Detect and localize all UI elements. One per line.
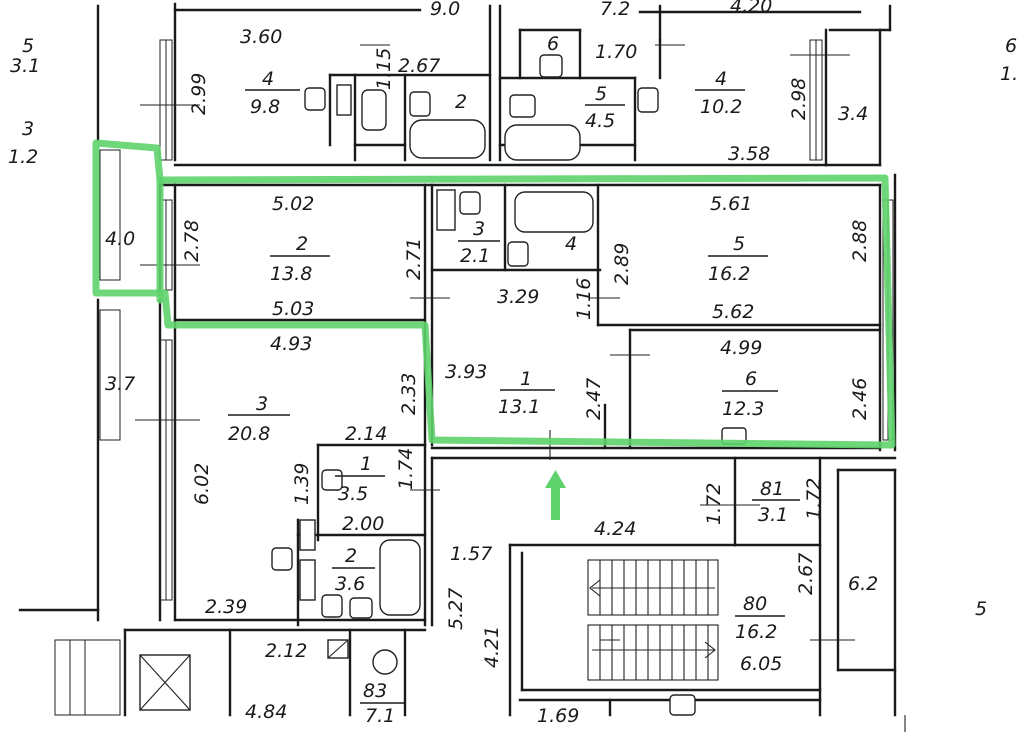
label-dimension: 2.78 [181,220,203,262]
label-dimension: 1.72 [703,483,725,525]
label-dimension: 4.84 [245,701,287,723]
label-dimension: 5.61 [710,193,752,215]
label-cut: 9.0 [430,0,460,20]
label-dimension: 1.39 [291,463,313,505]
label-dimension: 2.89 [611,243,633,285]
label-edge: 6 [1005,35,1017,57]
label-dimension: 5.03 [272,298,314,320]
room-number: 80 [743,593,767,615]
room-area: 16.2 [735,621,777,643]
apartment-highlight [92,139,896,449]
label-dimension: 1.69 [537,705,579,727]
label-dimension: 4.93 [270,333,312,355]
room-number: 3 [256,393,268,415]
room-area: 2.1 [460,245,490,267]
label-edge: 3.1 [10,55,40,77]
label-dimension: 1.16 [573,278,595,320]
label-dimension: 5.62 [712,301,754,323]
room-area: 12.3 [722,398,764,420]
label-dimension: 2.33 [398,373,420,415]
label-dimension: 1.15 [373,48,395,90]
label-dimension: 4.99 [720,337,762,359]
label-dimension: 2.88 [849,220,871,262]
label-dimension: 5.02 [272,193,314,215]
label-dimension: 2.99 [188,73,210,115]
label-dimension: 1.72 [803,478,825,520]
room-number: 2 [296,233,308,255]
room-area: 3.6 [335,573,365,595]
room-number: 2 [455,91,467,113]
room-area: 9.8 [250,96,280,118]
room-number: 6 [745,368,757,390]
label-edge: 5 [975,598,987,620]
label-dimension: 4.24 [594,518,636,540]
label-cut: 4.20 [730,0,772,17]
room-number: 4 [565,233,577,255]
label-dimension: 2.12 [265,640,307,662]
room-area: 16.2 [708,263,750,285]
room-number: 1 [360,453,372,475]
windows [54,39,894,716]
room-number: 1 [520,368,532,390]
label-dimension: 2.67 [398,55,440,77]
label-dimension: 1.57 [450,543,492,565]
room-area: 10.2 [700,96,742,118]
room-number: 4 [262,68,274,90]
label-balcony: 3.4 [838,103,868,125]
label-dimension: 5.27 [445,588,467,630]
room-area: 13.8 [270,263,312,285]
label-dimension: 1.70 [595,41,637,63]
room-number: 6 [547,33,559,55]
room-number: 3 [473,218,485,240]
label-r-top-left-width: 3.60 [240,26,282,48]
label-dimension: 2.14 [345,423,387,445]
label-cut: 7.2 [600,0,630,20]
dimension-lines [135,44,906,732]
label-dimension: 2.00 [342,513,384,535]
label-balcony: 4.0 [105,228,135,250]
label-dimension: 1.74 [395,448,417,490]
room-number: 83 [363,680,387,702]
label-edge: 5 [22,35,34,57]
label-dimension: 2.47 [583,378,605,420]
highlight-outline [92,139,896,449]
room-area: 7.1 [365,705,395,727]
label-dimension: 3.29 [497,286,539,308]
label-dimension: 3.58 [728,143,770,165]
room-number: 5 [733,233,745,255]
room-number: 5 [595,83,607,105]
room-number: 4 [715,68,727,90]
label-dimension: 3.93 [445,361,487,383]
label-edge: 3 [22,118,34,140]
label-dimension: 2.39 [205,596,247,618]
room-area: 4.5 [585,110,615,132]
label-edge: 1. [1000,63,1018,85]
label-balcony: 6.2 [848,573,878,595]
room-area: 3.5 [338,483,368,505]
label-dimension: 4.21 [481,626,503,668]
label-edge: 1.2 [8,146,38,168]
room-number: 2 [345,545,357,567]
staircase [587,559,719,681]
label-dimension: 6.02 [191,463,213,505]
entrance-arrow [545,470,566,520]
label-dimension: 2.46 [849,378,871,420]
label-dimension: 2.71 [403,238,425,280]
labels: 3.60 4 9.8 2.99 1.15 2.67 2 6 1.70 5 4.5… [8,0,1018,727]
room-area: 3.1 [758,504,788,526]
label-dimension: 2.67 [795,553,817,595]
label-dimension: 2.98 [788,78,810,120]
room-area: 13.1 [498,396,540,418]
fixtures [139,54,747,716]
label-balcony: 3.7 [105,373,135,395]
room-number: 81 [760,478,784,500]
label-dimension: 6.05 [740,653,782,675]
room-area: 20.8 [228,423,270,445]
